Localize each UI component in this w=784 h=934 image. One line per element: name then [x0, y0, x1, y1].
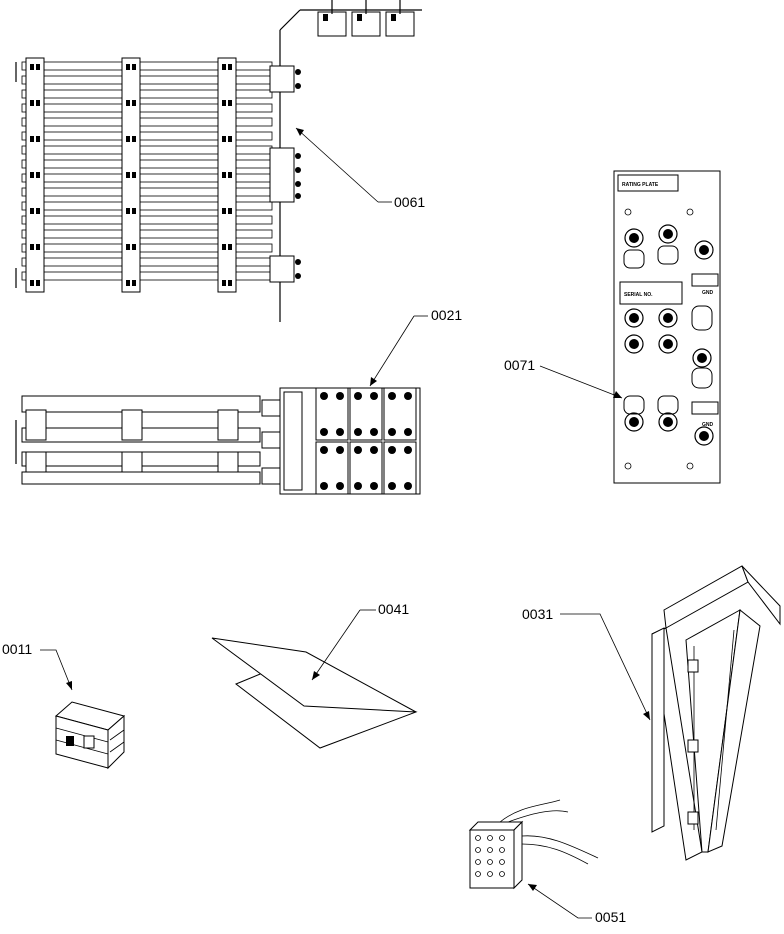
callout-leader-0051 — [527, 883, 592, 919]
callout-arrow-0061 — [296, 128, 304, 136]
callout-0041: 0041 — [378, 601, 409, 617]
callout-leader-0041 — [311, 609, 361, 681]
gnd-terminal-top — [691, 273, 719, 287]
limit-switch-blocks — [269, 65, 301, 283]
callout-0031: 0031 — [522, 606, 553, 622]
serial-number-text: SERIAL NO. — [624, 292, 653, 298]
callout-arrow-0021 — [370, 377, 377, 386]
wire-harness-plug-0051 — [468, 799, 599, 890]
callout-arrow-0011 — [66, 681, 72, 690]
callout-0011: 0011 — [2, 641, 32, 657]
mounting-channel-0031 — [651, 565, 781, 861]
callout-leader-0061 — [295, 127, 379, 203]
callout-0071: 0071 — [504, 357, 535, 373]
element-support-brackets — [25, 57, 237, 293]
callout-arrow-0051 — [528, 884, 537, 891]
callout-leader-0071 — [539, 365, 623, 399]
rating-plate-label — [617, 174, 679, 192]
callout-0021: 0021 — [431, 307, 462, 323]
callout-arrow-0041 — [312, 671, 320, 680]
gnd-terminal-bottom — [691, 401, 719, 415]
callout-leader-0031 — [560, 613, 651, 721]
control-panel-0071: RATING PLATE SERIAL NO. GND GND — [613, 170, 721, 484]
insulation-sheet-0041 — [211, 637, 418, 749]
callout-leader-0011 — [40, 649, 73, 691]
top-terminal-blocks — [317, 0, 415, 37]
contactor-0011 — [54, 701, 126, 770]
callout-0061: 0061 — [394, 194, 425, 210]
callout-arrow-0031 — [643, 711, 650, 720]
serial-number-label — [619, 281, 683, 305]
heater-element-assembly-0061 — [15, 0, 422, 322]
callout-0051: 0051 — [595, 909, 626, 925]
heater-with-fuse-block-0021 — [15, 387, 421, 495]
gnd-label-bottom: GND — [702, 422, 714, 428]
rating-plate-text: RATING PLATE — [622, 182, 659, 188]
callout-arrow-0071 — [613, 391, 622, 398]
gnd-label-top: GND — [702, 290, 714, 296]
callout-leader-0021 — [369, 315, 415, 387]
